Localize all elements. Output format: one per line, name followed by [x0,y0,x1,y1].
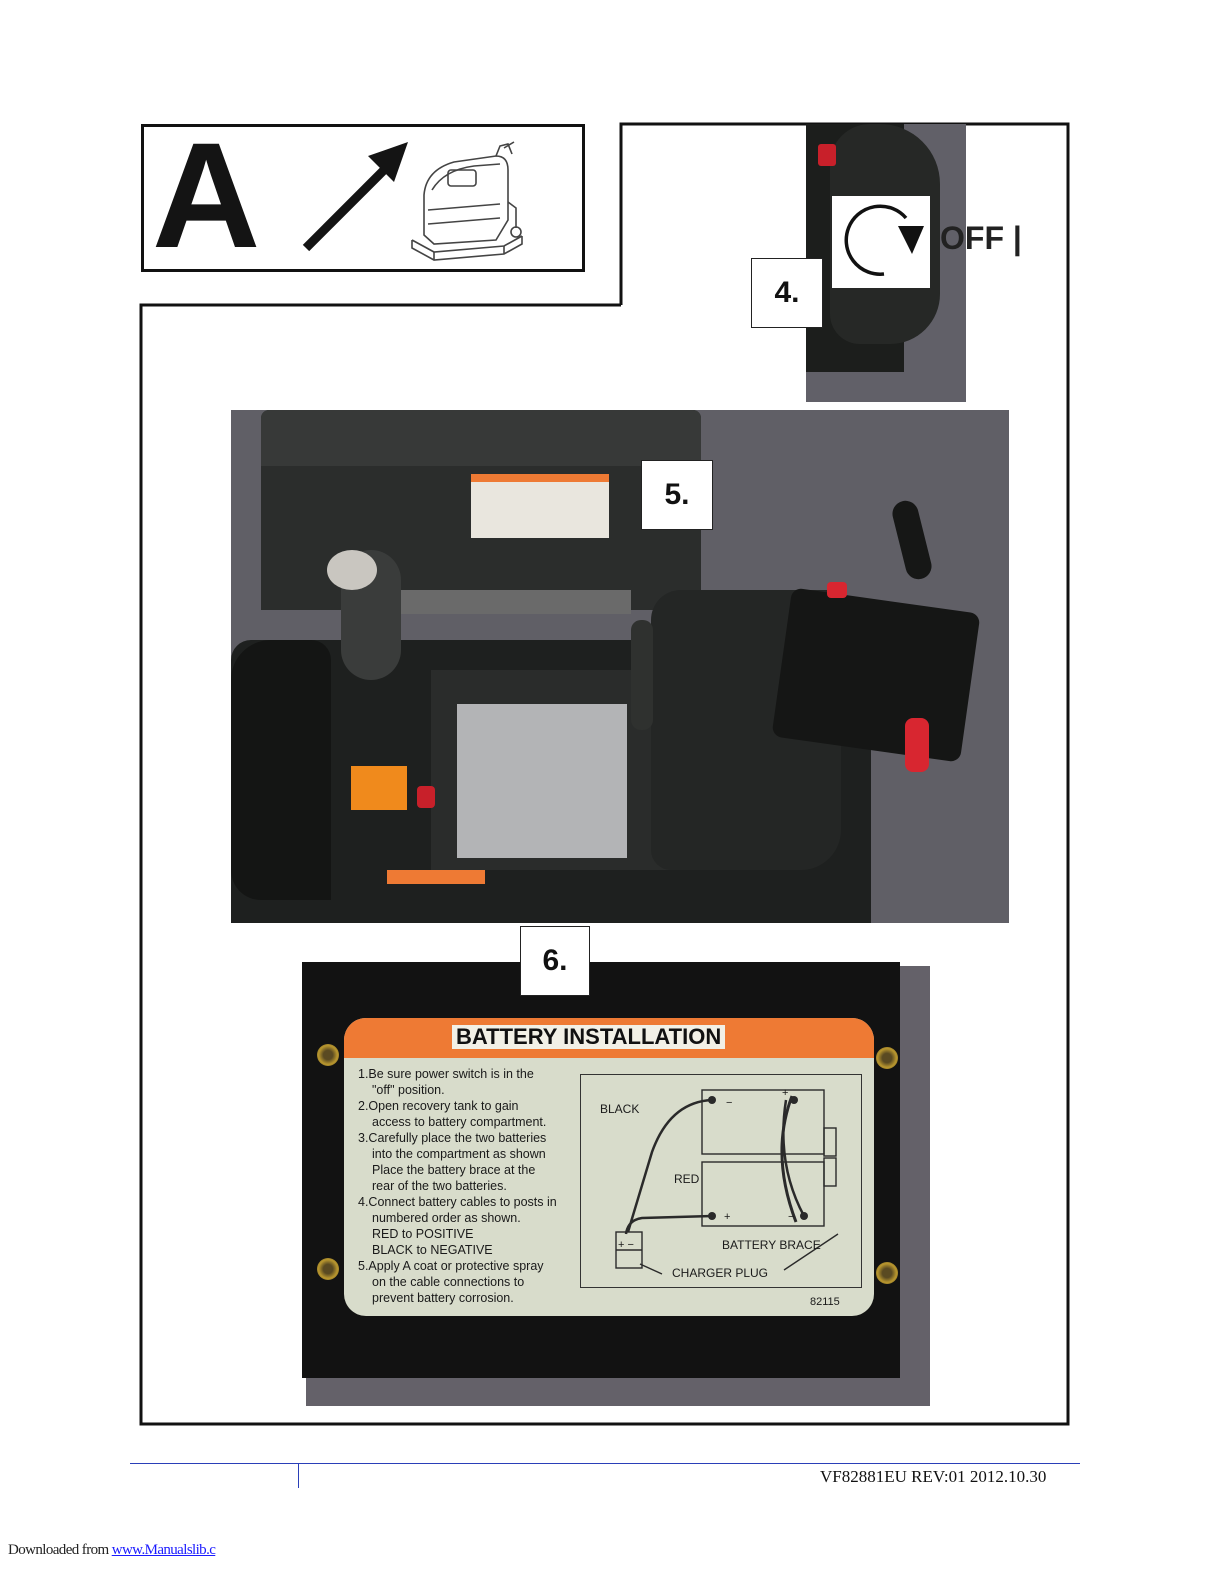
step-5-label: 5. [641,460,713,530]
link-cable [782,1099,806,1217]
rotate-clockwise-icon [844,204,924,276]
battery-installation-plate: BATTERY INSTALLATION 1.Be sure power swi… [344,1018,874,1316]
battery-tray-floor [457,704,627,858]
hose [631,620,653,730]
manualslib-link[interactable]: www.Manualslib.c [111,1542,216,1558]
terminal [790,1096,798,1104]
instruction-line: "off" position. [372,1083,445,1097]
step-6-label: 6. [520,926,590,996]
step-4-label: 4. [751,258,823,328]
instruction-line: Place the battery brace at the [372,1163,536,1177]
header-box [141,124,585,272]
black-cable [626,1098,713,1233]
svg-text:−: − [788,1211,794,1223]
svg-text:−: − [726,1097,732,1109]
hinge-bar [371,590,631,614]
lid-sticker [471,474,609,538]
instruction-line: prevent battery corrosion. [372,1291,514,1305]
instruction-line: access to battery compartment. [372,1115,547,1129]
off-label: OFF | [940,220,1022,256]
instruction-line: 3.Carefully place the two batteries [358,1131,547,1145]
charger-module [351,766,407,810]
label-battery-brace: BATTERY BRACE [722,1238,821,1252]
lid-edge [261,410,701,466]
floor-scrubber-icon [411,141,523,261]
wiring-diagram-frame [580,1074,862,1288]
bolt-top-left [317,1044,339,1066]
battery-top [701,1089,825,1155]
battery-wiring-diagram: − + + − + − [615,1087,839,1275]
bolt-bottom-left [317,1258,339,1280]
bottom-sticker [387,870,485,884]
svg-text:+: + [724,1211,730,1223]
instruction-line: 2.Open recovery tank to gain [358,1099,519,1113]
terminal [708,1096,716,1104]
terminal [800,1212,808,1220]
red-trigger [827,582,847,598]
instruction-line: on the cable connections to [372,1275,525,1289]
red-switch [818,144,836,166]
red-lever [905,718,929,772]
label-black: BLACK [600,1102,640,1116]
svg-text:+: + [782,1087,788,1099]
handle-pad [771,587,981,763]
document-revision-code: VF82881EU REV:01 2012.10.30 [820,1467,1047,1486]
battery-bottom [701,1161,825,1227]
instruction-line: BLACK to NEGATIVE [372,1243,493,1257]
download-prefix: Downloaded from [8,1542,112,1558]
footer-divider [298,1463,299,1488]
instruction-list: 1.Be sure power switch is in the "off" p… [358,1066,578,1306]
bolt-bottom-right [876,1262,898,1284]
instruction-line: rear of the two batteries. [372,1179,507,1193]
instruction-line: numbered order as shown. [372,1211,521,1225]
motor-cap [327,550,377,590]
handle-grip [889,498,935,582]
download-source: Downloaded from www.Manualslib.c [8,1542,216,1559]
footer-rule [130,1463,1080,1464]
brace-block-top [823,1127,837,1157]
plate-title: BATTERY INSTALLATION [452,1025,726,1049]
battery-compartment-photo [231,410,1009,923]
arrow-up-right-icon [302,142,408,252]
brace-block-bottom [823,1157,837,1187]
instruction-line: 4.Connect battery cables to posts in [358,1195,557,1209]
instruction-line: into the compartment as shown [372,1147,546,1161]
brace-bar [780,1095,798,1223]
bolt-top-right [876,1047,898,1069]
svg-text:+ −: + − [618,1239,634,1251]
section-letter: A [152,111,261,279]
charger-lock [417,786,435,808]
part-number: 82115 [810,1296,840,1308]
left-tank [231,640,331,900]
terminal [708,1212,716,1220]
red-cable [624,1214,713,1235]
instruction-line: 5.Apply A coat or protective spray [358,1259,544,1273]
rotate-arrow-box [832,196,930,288]
label-red: RED [674,1172,700,1186]
label-charger-plug: CHARGER PLUG [672,1266,769,1280]
instruction-line: 1.Be sure power switch is in the [358,1067,534,1081]
instruction-line: RED to POSITIVE [372,1227,474,1241]
